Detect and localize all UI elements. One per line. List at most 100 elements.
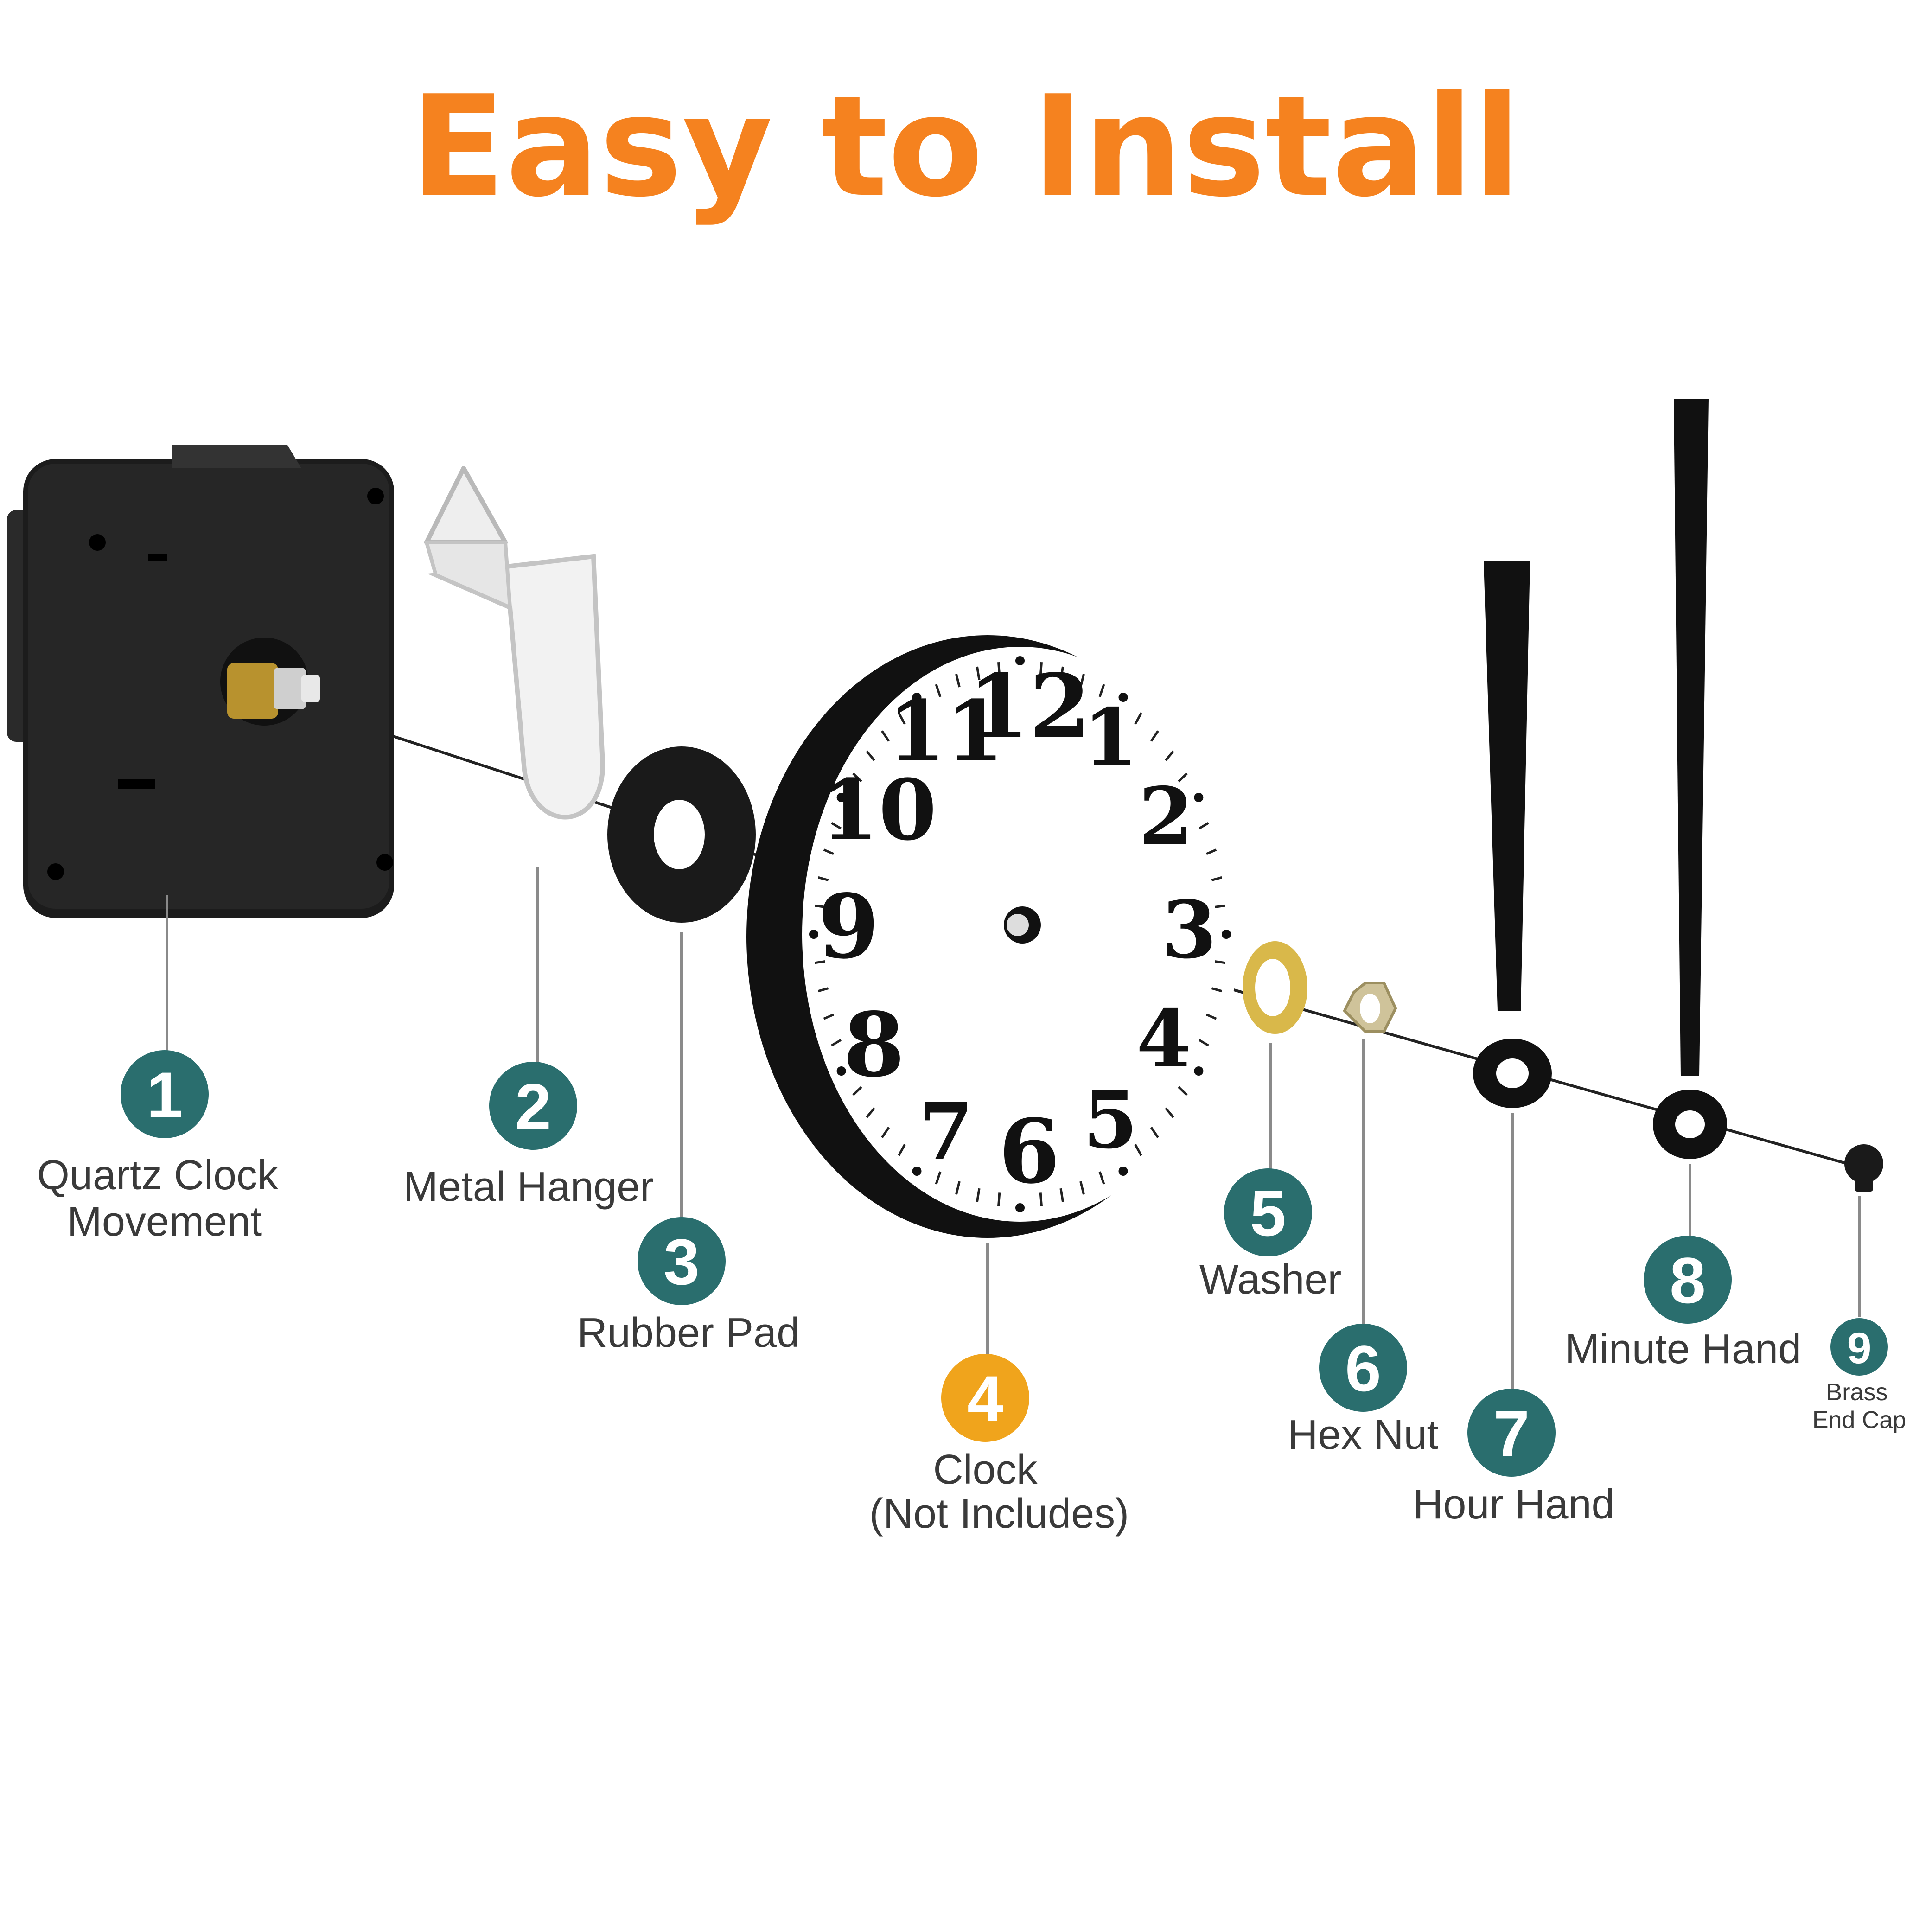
part-number: 7 — [1493, 1397, 1530, 1470]
minute-tick — [823, 1013, 834, 1020]
rubber-pad-illustration — [607, 746, 756, 923]
part-number: 2 — [515, 1070, 551, 1143]
minute-tick — [1165, 750, 1174, 761]
part-callout-4: 4 Clock (Not Includes) — [869, 1354, 1129, 1537]
clock-numeral-4: 4 — [1136, 993, 1191, 1085]
part-callout-9: 9 Brass End Cap — [1812, 1318, 1906, 1434]
part-number: 9 — [1847, 1324, 1872, 1373]
hour-dot — [1118, 1166, 1128, 1176]
minute-tick — [831, 822, 842, 830]
minute-tick — [997, 1192, 1001, 1206]
hour-dot — [1015, 1203, 1025, 1212]
leader-lines — [166, 867, 1861, 1396]
part-number-badge — [638, 1217, 726, 1305]
quartz-movement-illustration — [7, 445, 394, 918]
part-callout-7: 7 Hour Hand — [1413, 1389, 1615, 1528]
minute-tick — [1134, 712, 1142, 725]
minute-tick — [1211, 987, 1222, 993]
minute-tick — [955, 1181, 961, 1195]
minute-tick — [1150, 1127, 1159, 1138]
minute-tick — [1206, 1013, 1217, 1020]
hour-dot — [1194, 793, 1204, 802]
minute-tick — [815, 960, 825, 964]
part-name-line2: Movement — [67, 1199, 262, 1245]
minute-tick — [831, 1039, 842, 1047]
part-number: 8 — [1670, 1244, 1706, 1317]
minute-tick — [866, 1107, 875, 1118]
part-callout-1: 1 Quartz Clock Movement — [37, 1050, 279, 1245]
part-number-badge — [1467, 1389, 1556, 1477]
clock-numeral-6: 6 — [999, 1100, 1060, 1203]
minute-tick — [1059, 1188, 1064, 1202]
part-number-badge — [489, 1062, 577, 1150]
clock-numeral-11: 11 — [888, 682, 1004, 780]
part-number: 1 — [147, 1058, 183, 1131]
minute-tick — [1165, 1107, 1174, 1118]
hour-dot — [1118, 693, 1128, 702]
minute-tick — [1150, 730, 1159, 742]
part-name-line2: End Cap — [1812, 1407, 1906, 1434]
minute-tick — [1059, 666, 1064, 681]
clock-numeral-9: 9 — [818, 875, 879, 978]
part-callout-5: 5 Washer — [1199, 1168, 1341, 1303]
minute-tick — [1178, 772, 1188, 783]
minute-tick — [1039, 662, 1043, 676]
minute-tick — [976, 1188, 981, 1202]
hex-nut-illustration — [1343, 982, 1397, 1033]
part-number-badge — [1830, 1318, 1888, 1376]
part-name: Clock — [933, 1447, 1038, 1493]
minute-tick — [898, 1144, 906, 1156]
part-name: Hex Nut — [1288, 1412, 1438, 1458]
part-number-badge — [1644, 1236, 1732, 1324]
part-name: Hour Hand — [1413, 1481, 1614, 1528]
part-number-badge — [121, 1050, 209, 1138]
clock-numeral-7: 7 — [918, 1085, 973, 1178]
minute-tick — [866, 750, 875, 761]
minute-tick — [1211, 876, 1222, 881]
minute-tick — [1206, 848, 1217, 855]
minute-tick — [1098, 684, 1105, 697]
minute-tick — [852, 1086, 862, 1096]
part-number: 3 — [663, 1225, 700, 1298]
part-number: 6 — [1345, 1332, 1381, 1405]
minute-tick — [976, 666, 981, 681]
minute-tick — [881, 730, 890, 742]
hour-dot — [912, 1166, 922, 1176]
minute-tick — [818, 987, 829, 993]
clock-numeral-2: 2 — [1139, 770, 1193, 863]
minute-tick — [1079, 674, 1085, 688]
clock-face-illustration: 12 1 2 3 4 5 6 7 8 9 10 11 — [746, 635, 1238, 1238]
minute-hand-illustration — [1653, 399, 1727, 1159]
minute-tick — [1178, 1086, 1188, 1096]
clock-numeral-1: 1 — [1083, 691, 1138, 784]
minute-tick — [1039, 1192, 1043, 1206]
hour-dot — [912, 693, 922, 702]
part-number: 4 — [967, 1362, 1003, 1435]
part-number-badge — [1319, 1324, 1407, 1412]
minute-tick — [1079, 1181, 1085, 1195]
hour-dot — [1194, 1066, 1204, 1076]
clock-numeral-5: 5 — [1083, 1074, 1138, 1167]
part-name: Minute Hand — [1565, 1326, 1801, 1372]
part-number: 5 — [1250, 1177, 1286, 1250]
part-number-badge — [1224, 1168, 1312, 1256]
clock-numeral-12: 12 — [968, 655, 1090, 758]
minute-tick — [823, 848, 834, 855]
hour-dot — [1222, 930, 1231, 939]
minute-tick — [1198, 822, 1209, 830]
minute-tick — [818, 876, 829, 881]
part-callout-6: 6 Hex Nut — [1288, 1324, 1439, 1458]
clock-numeral-10: 10 — [821, 761, 937, 859]
hour-dot — [809, 930, 818, 939]
minute-tick — [815, 904, 825, 908]
hour-dot — [836, 793, 846, 802]
minute-tick — [1134, 1144, 1142, 1156]
washer-illustration — [1243, 941, 1307, 1034]
hour-dot — [1015, 656, 1025, 665]
part-name: Quartz Clock — [37, 1152, 279, 1199]
hour-hand-illustration — [1473, 561, 1552, 1108]
minute-tick — [1198, 1039, 1209, 1047]
part-name: Metal Hanger — [403, 1164, 654, 1210]
minute-tick — [1215, 904, 1225, 908]
